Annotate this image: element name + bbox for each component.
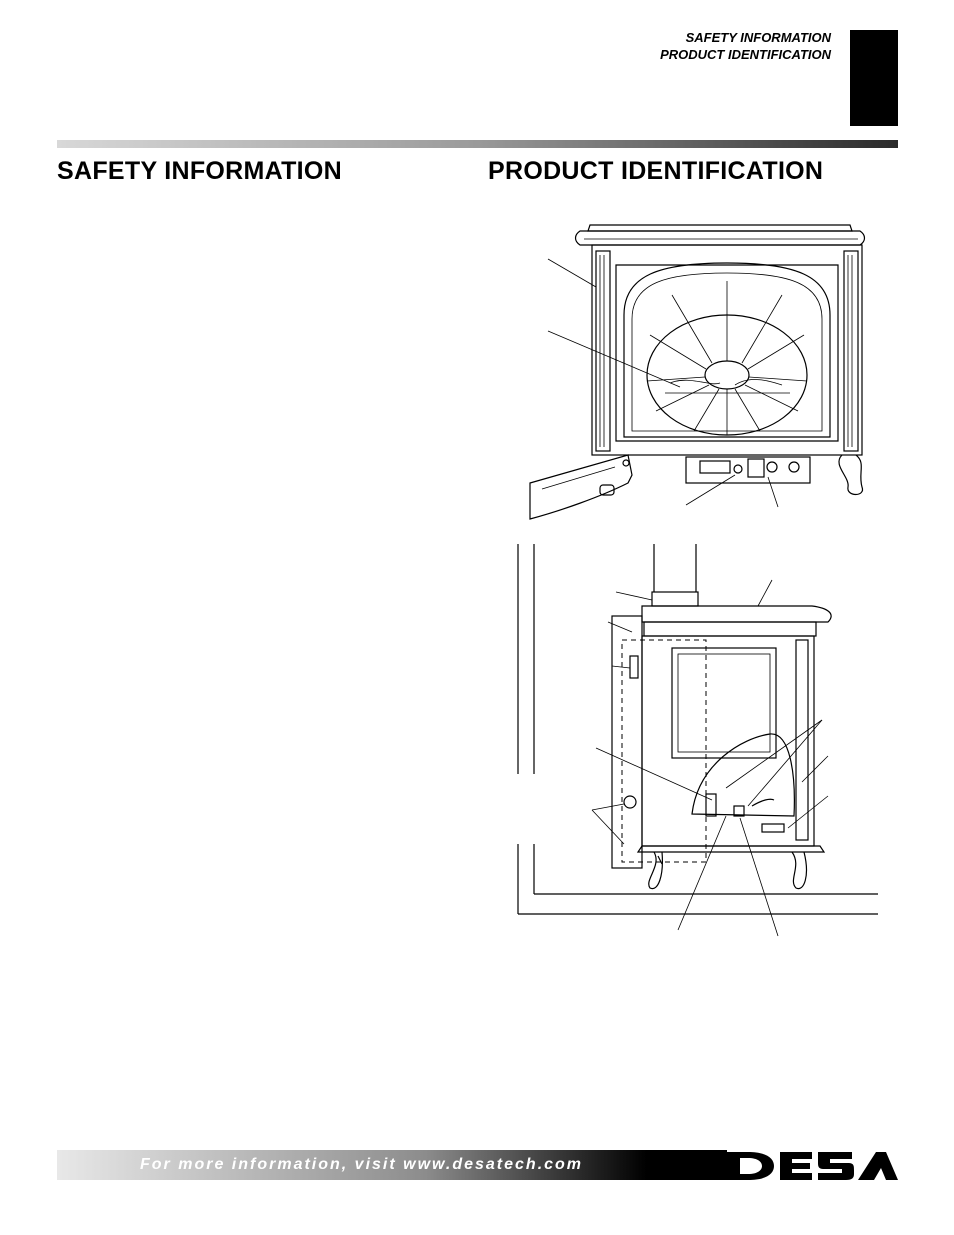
header-line-1: SAFETY INFORMATION — [685, 30, 831, 45]
desa-logo — [726, 1152, 898, 1180]
safety-information-title: SAFETY INFORMATION — [57, 157, 343, 185]
header-gradient-rule — [57, 140, 898, 148]
header-line-2: PRODUCT IDENTIFICATION — [660, 47, 831, 62]
product-identification-title: PRODUCT IDENTIFICATION — [488, 157, 824, 185]
section-tab-marker — [850, 30, 898, 126]
stove-front-view-illustration — [529, 224, 866, 520]
stove-side-view-illustration — [517, 544, 878, 937]
footer-gradient-bar — [57, 1150, 727, 1180]
header-section-labels: SAFETY INFORMATION PRODUCT IDENTIFICATIO… — [660, 29, 831, 63]
footer-website-text[interactable]: For more information, visit www.desatech… — [140, 1156, 584, 1173]
